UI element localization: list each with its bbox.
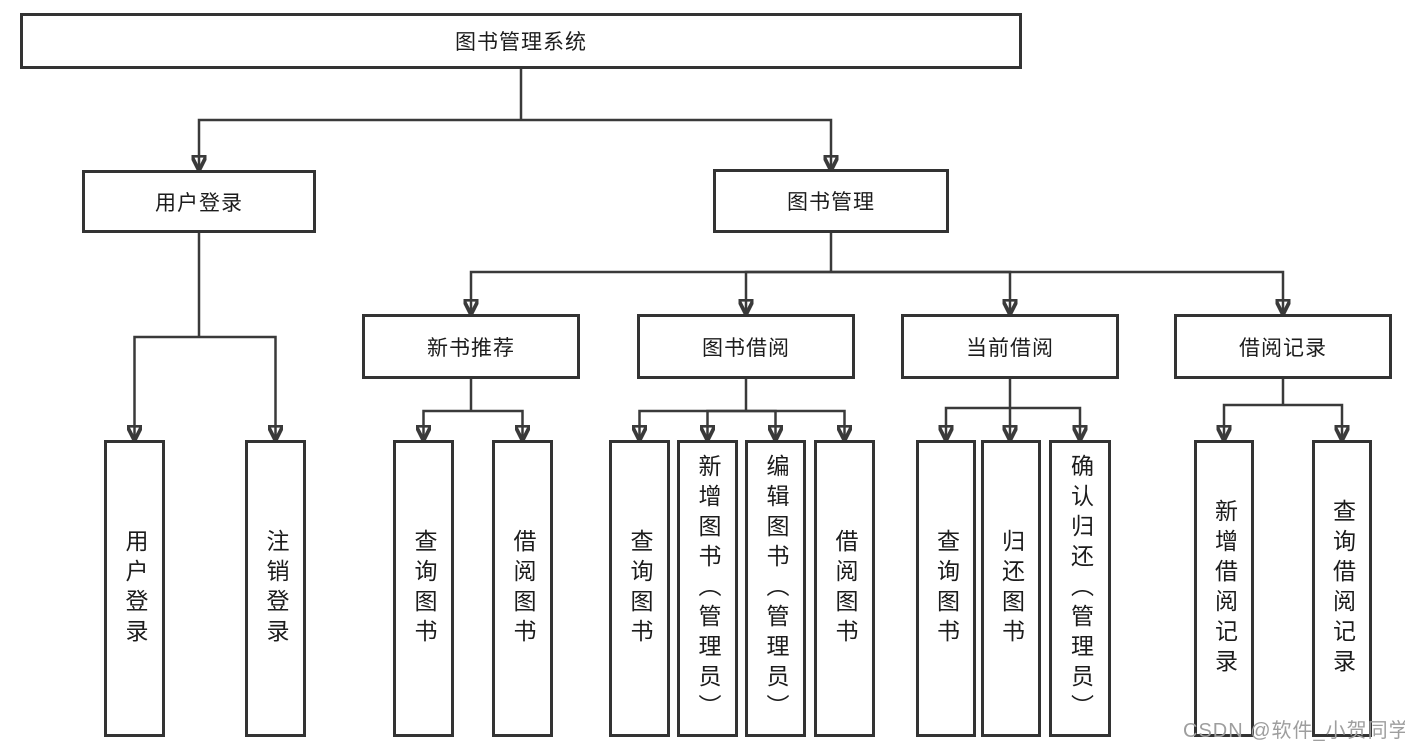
leaf-borrow-books-borrowing: 借阅图书 <box>814 440 875 737</box>
leaf-label: 查询图书 <box>627 528 653 649</box>
node-label: 图书管理系统 <box>455 31 587 54</box>
leaf-add-books-admin: 新增图书（管理员） <box>677 440 738 737</box>
leaf-label: 查询图书 <box>933 528 960 649</box>
node-label: 借阅记录 <box>1239 336 1327 360</box>
leaf-label: 新增图书（管理员） <box>695 453 721 724</box>
leaf-edit-books-admin: 编辑图书（管理员） <box>745 440 806 737</box>
leaf-query-books-current: 查询图书 <box>916 440 976 737</box>
node-library-system-root: 图书管理系统 <box>20 13 1022 69</box>
leaf-label: 归还图书 <box>998 528 1025 649</box>
node-book-management: 图书管理 <box>713 169 949 233</box>
leaf-user-login: 用户登录 <box>104 440 165 737</box>
node-label: 图书借阅 <box>702 336 790 360</box>
leaf-query-borrow-record: 查询借阅记录 <box>1312 440 1372 737</box>
connector-book-borrowing-children <box>640 379 845 440</box>
connector-book-management-children <box>471 233 1283 314</box>
leaf-label: 查询图书 <box>411 528 437 649</box>
connector-user-login-children <box>135 233 276 440</box>
connector-root-to-level2 <box>199 69 831 170</box>
leaf-label: 用户登录 <box>122 528 148 649</box>
leaf-query-books-borrowing: 查询图书 <box>609 440 670 737</box>
leaf-return-books: 归还图书 <box>981 440 1041 737</box>
node-label: 当前借阅 <box>966 336 1054 360</box>
node-new-book-recommend: 新书推荐 <box>362 314 580 379</box>
node-borrowing-records: 借阅记录 <box>1174 314 1392 379</box>
leaf-label: 借阅图书 <box>510 528 536 649</box>
node-label: 图书管理 <box>787 191 875 214</box>
node-label: 用户登录 <box>155 191 243 215</box>
watermark-text: CSDN @软件_小贺同学 <box>1183 720 1405 742</box>
leaf-label: 编辑图书（管理员） <box>763 453 789 724</box>
node-label: 新书推荐 <box>427 336 515 360</box>
leaf-borrow-books-recommend: 借阅图书 <box>492 440 553 737</box>
leaf-logout: 注销登录 <box>245 440 306 737</box>
leaf-label: 查询借阅记录 <box>1329 498 1356 679</box>
node-user-login: 用户登录 <box>82 170 316 233</box>
node-current-borrowing: 当前借阅 <box>901 314 1119 379</box>
node-book-borrowing: 图书借阅 <box>637 314 855 379</box>
connector-current-borrowing-children <box>946 379 1080 440</box>
connector-new-book-children <box>424 379 523 440</box>
leaf-label: 新增借阅记录 <box>1211 498 1238 679</box>
leaf-label: 确认归还（管理员） <box>1067 453 1094 724</box>
leaf-add-borrow-record: 新增借阅记录 <box>1194 440 1254 737</box>
connector-borrowing-records-children <box>1224 379 1342 440</box>
leaf-confirm-return-admin: 确认归还（管理员） <box>1049 440 1111 737</box>
leaf-label: 注销登录 <box>263 528 289 649</box>
leaf-label: 借阅图书 <box>832 528 858 649</box>
leaf-query-books-recommend: 查询图书 <box>393 440 454 737</box>
